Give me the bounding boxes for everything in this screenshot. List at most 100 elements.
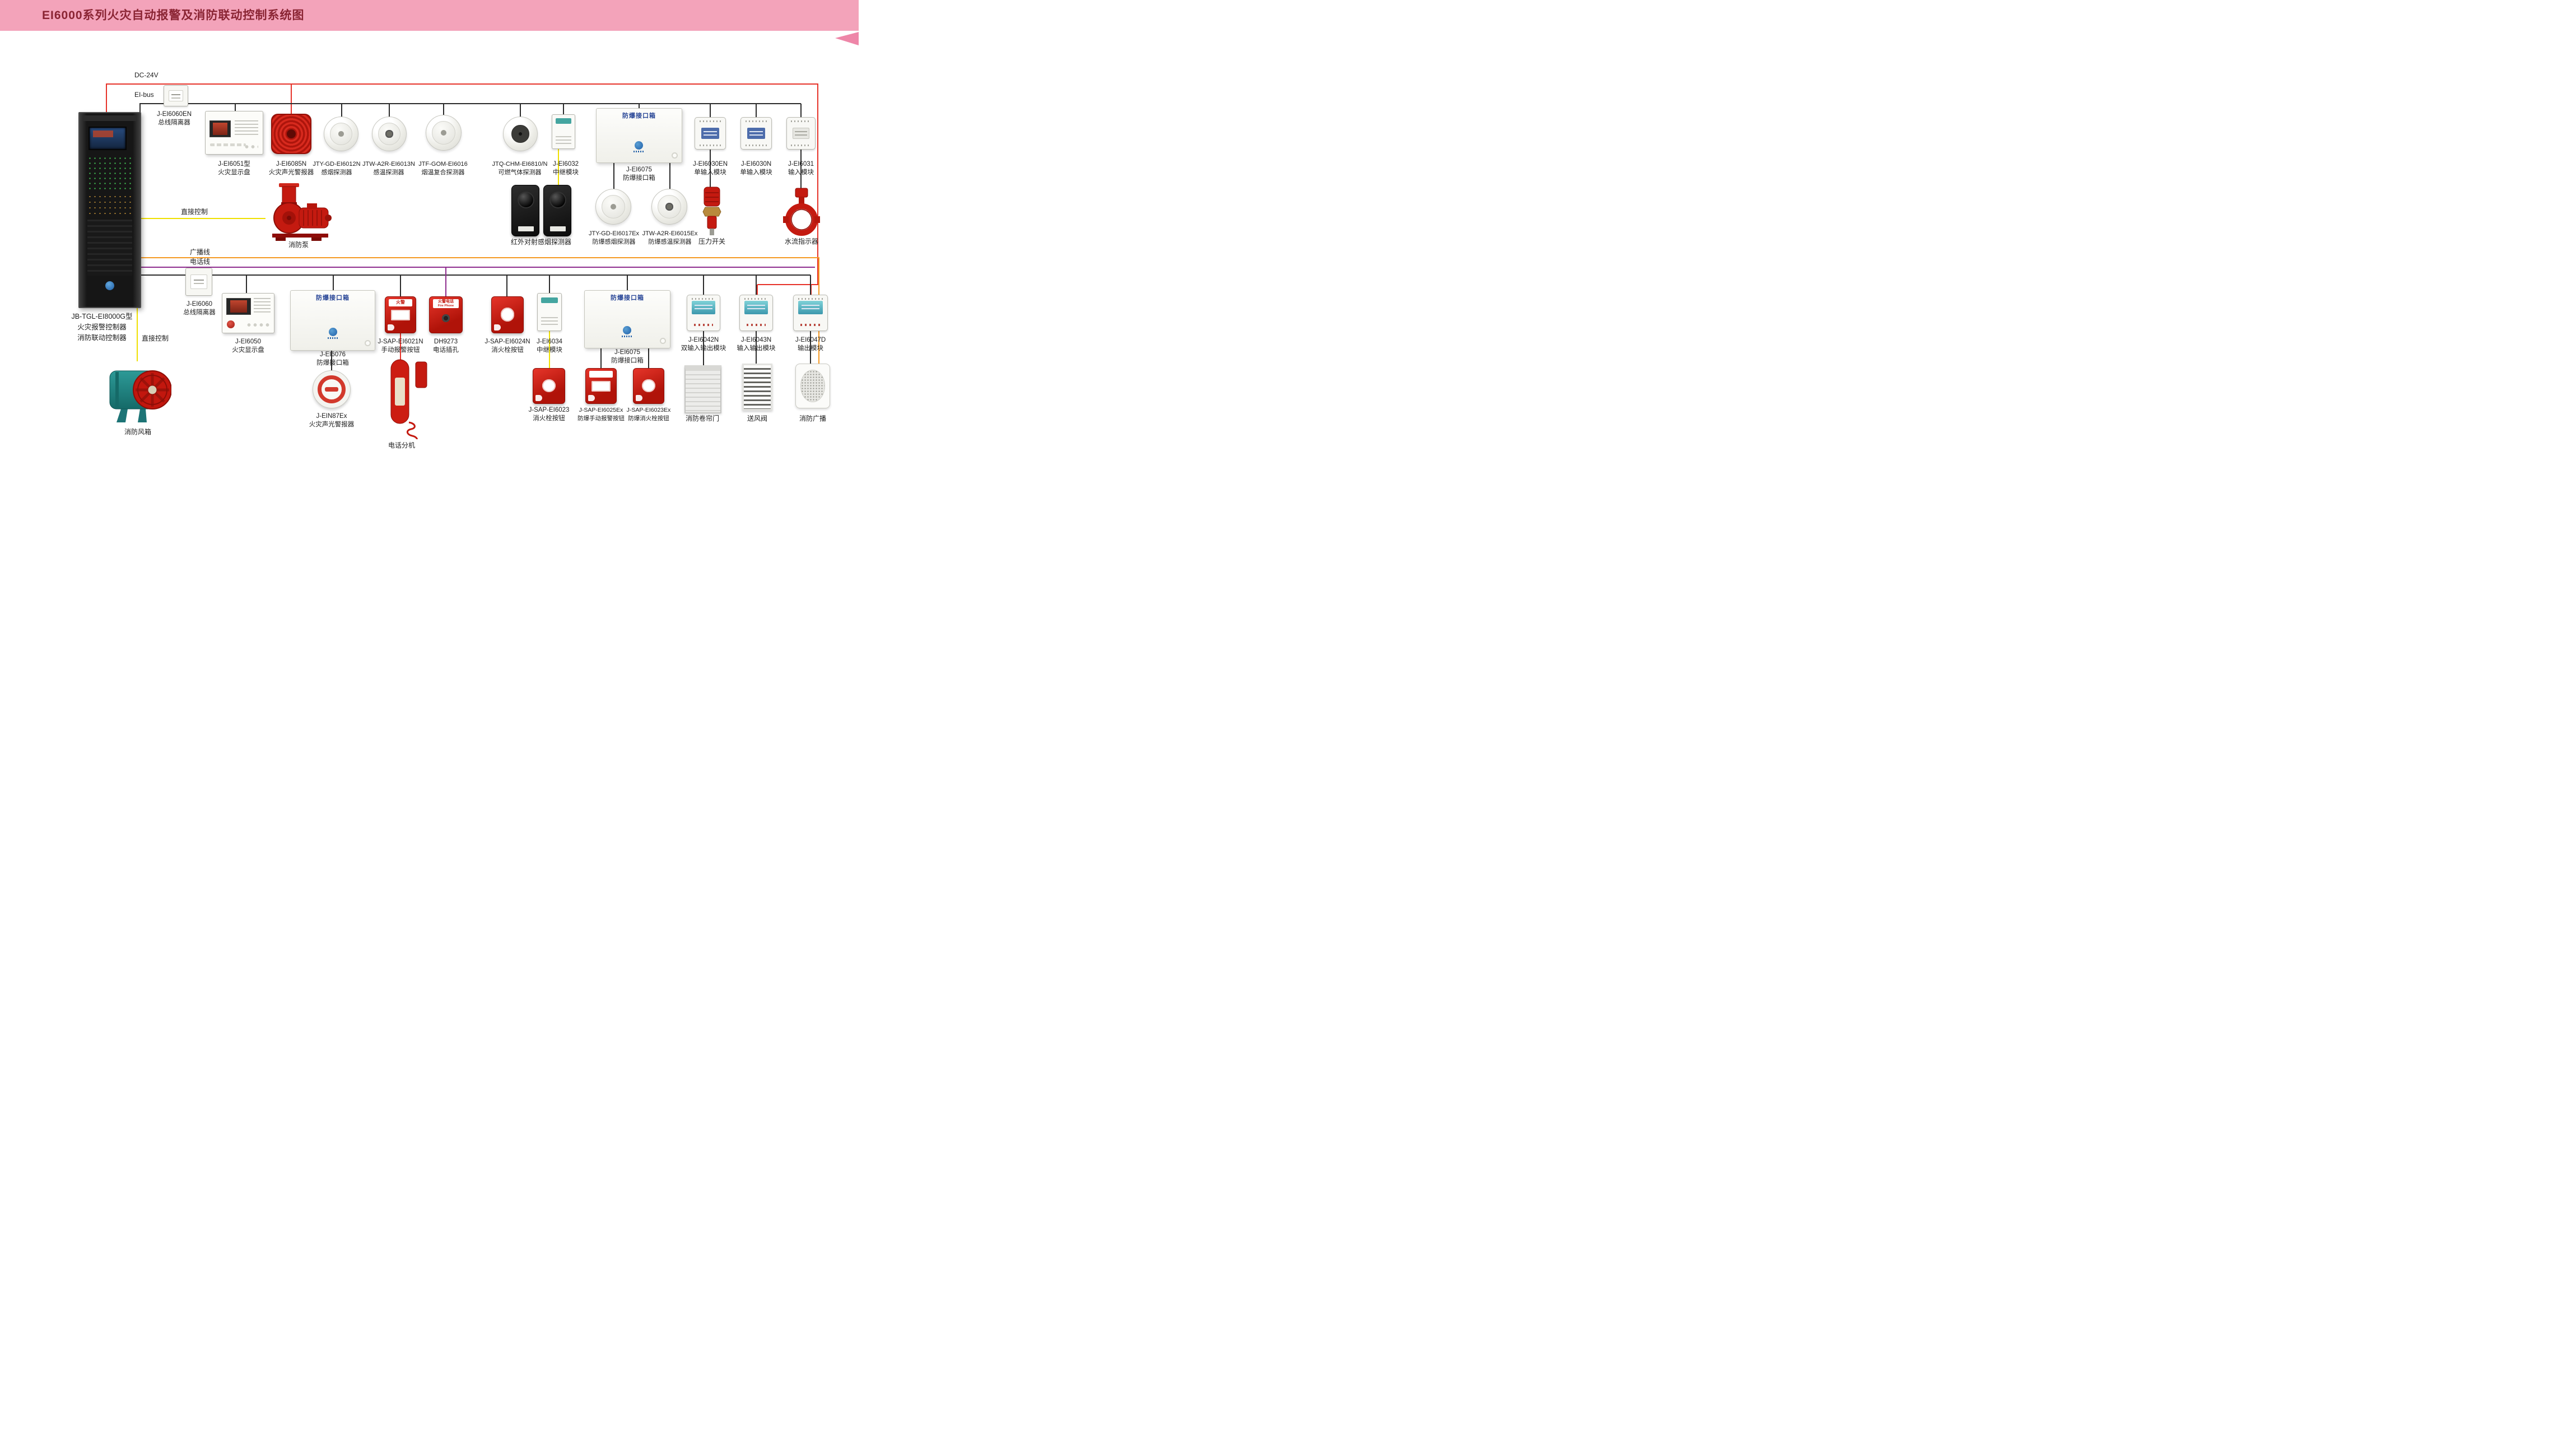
fire-broadcast-speaker <box>795 364 830 408</box>
label-display-bottom: J-EI6050 火灾显示盘 <box>232 338 264 354</box>
cabinet-vent-slits <box>87 220 132 276</box>
label-combo-detector: JTF-GOM-EI6016 烟温复合探测器 <box>418 160 467 176</box>
fire-fan <box>109 370 171 422</box>
label-eibus: EI-bus <box>134 91 154 99</box>
label-line-model: J-EI6060EN <box>156 111 192 118</box>
label-line-name: 防爆手动报警按钮 <box>577 415 625 422</box>
beam-detector-pair <box>511 185 573 236</box>
box-title: 防爆接口箱 <box>611 295 644 301</box>
ex-interface-box-left: 防爆接口箱 <box>290 290 375 351</box>
label-line-name: 感温探测器 <box>373 169 404 176</box>
flow-saddle-ring <box>785 203 818 236</box>
phone-handset-label <box>395 378 405 406</box>
label-direct-control-top: 直接控制 <box>180 208 208 216</box>
label-smoke-detector: JTY-GD-EI6012N 感烟探测器 <box>313 160 360 176</box>
phone-wall-bracket <box>415 361 427 388</box>
label-line-name: 总线隔离器 <box>183 309 216 316</box>
label-line-name: 火灾显示盘 <box>218 169 250 176</box>
display-screen <box>209 120 231 137</box>
label-line-name: 防爆消火栓按钮 <box>628 415 669 422</box>
bus-isolator-top <box>164 85 188 106</box>
label-line-model: J-EI6043N <box>740 337 772 343</box>
label-line-name: 火灾声光警报器 <box>309 421 355 428</box>
box-knockout <box>672 152 678 159</box>
phone-jack-text-cn: 火警电话 <box>438 299 454 304</box>
pressure-switch <box>702 187 721 235</box>
label-line-model: J-EI6076 <box>319 351 346 358</box>
cabinet-led-grid-2 <box>87 194 132 214</box>
label-line-name: 单输入模块 <box>694 169 726 176</box>
label-line-name: 防爆感烟探测器 <box>592 238 636 245</box>
label-louver: 送风阀 <box>747 415 768 422</box>
single-input-module-en <box>695 117 726 150</box>
hand-icon <box>588 395 595 402</box>
label-line-name: 防爆接口箱 <box>611 357 644 364</box>
call-point-band: 火警 <box>389 299 412 306</box>
label-exbox-top: J-EI6075 防爆接口箱 <box>623 166 655 182</box>
label-flow-indicator: 水流指示器 <box>784 238 819 245</box>
label-input-31: J-EI6031 输入模块 <box>788 160 814 176</box>
module-label-plate <box>793 127 809 139</box>
phone-jack-text-en: Fire Phone <box>437 304 454 308</box>
label-line-name: 火灾显示盘 <box>232 346 264 353</box>
pump-junction-box <box>307 203 317 209</box>
label-line-name2: 消防联动控制器 <box>77 334 127 342</box>
label-line-model: J-SAP-EI6023Ex <box>626 407 671 413</box>
module-label-plate <box>747 127 766 139</box>
label-ex-sounder: J-EIN87Ex 火灾声光警报器 <box>309 412 355 429</box>
hand-icon <box>535 395 543 402</box>
label-line-model: JTF-GOM-EI6016 <box>418 161 468 168</box>
wire-telephone <box>141 267 815 299</box>
fire-display-panel-bottom <box>222 293 274 333</box>
label-line-name: 输入输出模块 <box>737 345 776 352</box>
pressure-stem <box>710 229 714 235</box>
label-line-model: J-EI6051型 <box>218 161 250 168</box>
label-line-model: J-EI6060 <box>186 301 213 308</box>
fire-phone-jack: 火警电话 Fire Phone <box>429 296 463 333</box>
label-line-model: JTQ-CHM-EI6810/N <box>492 161 548 168</box>
label-gas-detector: JTQ-CHM-EI6810/N 可燃气体探测器 <box>492 160 547 176</box>
label-line-model: JTY-GD-EI6017Ex <box>588 230 640 237</box>
label-call-point: J-SAP-EI6021N 手动报警按钮 <box>378 338 423 354</box>
hand-icon <box>388 324 395 331</box>
double-io-module <box>687 295 720 331</box>
hydrant-button-n <box>491 296 524 333</box>
pump-inlet-flange <box>279 183 299 187</box>
ex-interface-box-top: 防爆接口箱 <box>596 108 682 163</box>
label-ex-hydrant: J-SAP-EI6023Ex 防爆消火栓按钮 <box>627 406 671 422</box>
pump-volute-bolt <box>287 216 291 220</box>
flow-bolt-right <box>814 216 820 223</box>
output-module <box>793 295 828 331</box>
label-sounder-top: J-EI6085N 火灾声光警报器 <box>269 160 314 176</box>
cabinet-screen <box>88 127 127 150</box>
cabinet-header-strip <box>83 115 137 121</box>
box-knockout <box>365 340 371 346</box>
fan-leg-left <box>117 409 128 422</box>
hydrant-button-window <box>542 379 556 393</box>
combo-detector <box>426 115 462 151</box>
label-isolator-top: J-EI6060EN 总线隔离器 <box>157 110 192 127</box>
box-knockout <box>660 338 666 344</box>
label-line-name: 中继模块 <box>537 346 562 353</box>
label-line-model: J-SAP-EI6025Ex <box>579 407 623 413</box>
module-terminals-top <box>798 298 823 300</box>
relay-module-bottom <box>537 293 562 331</box>
box-title: 防爆接口箱 <box>316 295 350 301</box>
decorative-triangle <box>835 32 859 45</box>
label-line-model: J-EI6047D <box>795 337 826 343</box>
label-hydrant-23: J-SAP-EI6023 消火栓按钮 <box>529 406 570 422</box>
label-line-name: 烟温复合探测器 <box>421 169 465 176</box>
smoke-detector <box>324 117 358 151</box>
display-text-rows <box>254 298 271 313</box>
label-line-model: J-EI6030EN <box>692 161 728 168</box>
hydrant-button-23 <box>533 368 565 404</box>
label-output-module: J-EI6047D 输出模块 <box>795 336 826 352</box>
flow-stem <box>799 197 804 207</box>
call-point-band <box>589 371 613 378</box>
phone-jack-socket <box>442 314 450 322</box>
bus-isolator-bottom <box>185 268 212 296</box>
ex-manual-call-point <box>585 368 617 404</box>
pump-foot-right <box>311 238 322 241</box>
pump-motor-cap <box>325 215 332 221</box>
relay-module-top <box>552 114 575 149</box>
